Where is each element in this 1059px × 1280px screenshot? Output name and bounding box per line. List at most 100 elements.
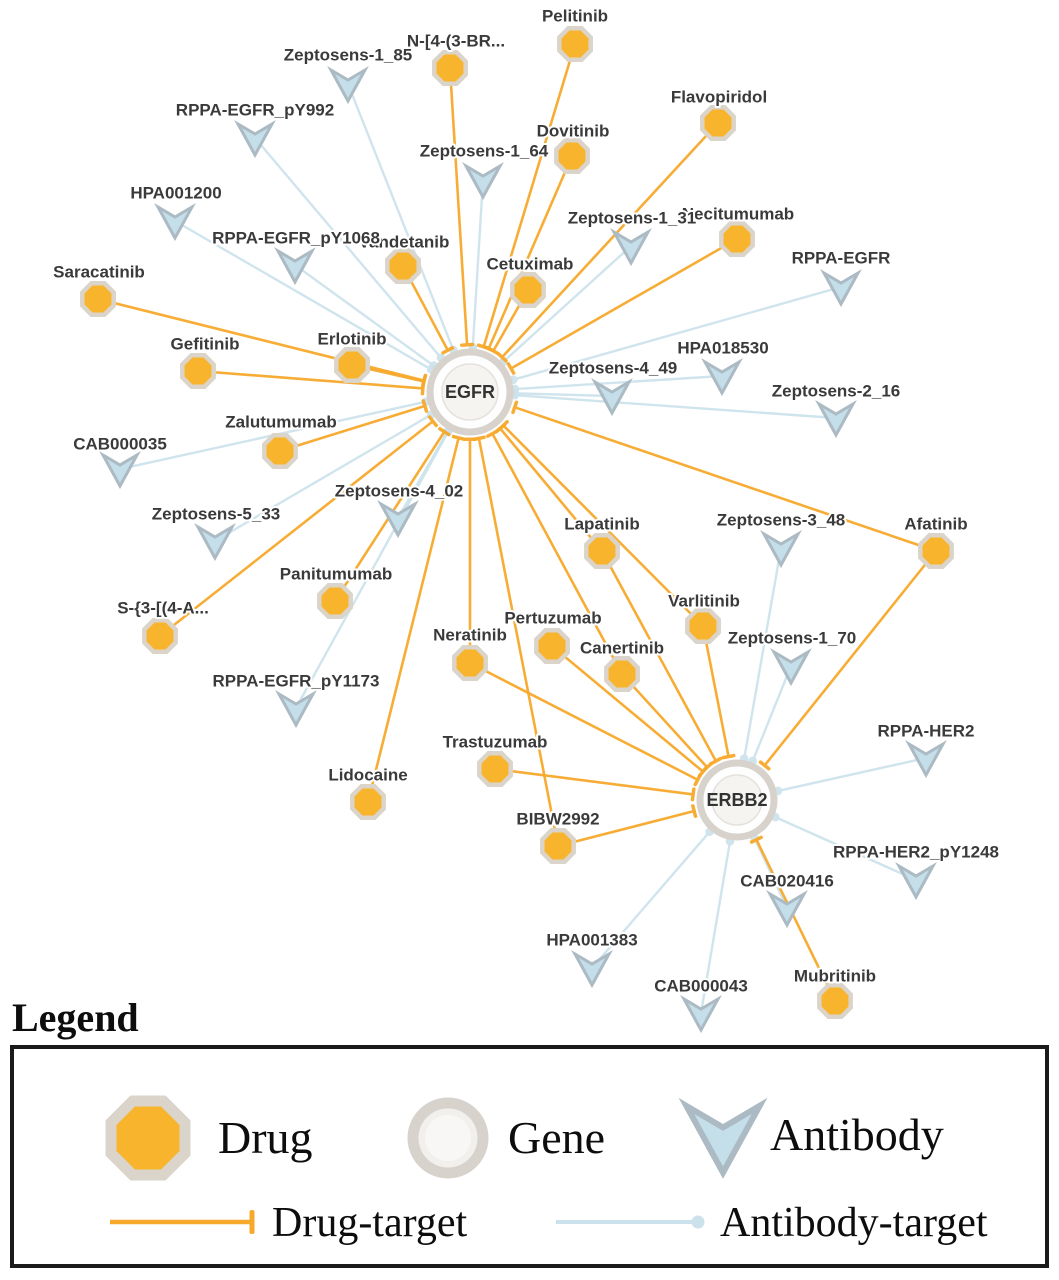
antibody-target-edge-rppa-egfr-py1173-egfr [294, 427, 453, 709]
drug-label-lidocaine: Lidocaine [328, 766, 407, 785]
antibody-node-cab020416[interactable] [766, 889, 808, 929]
antibody-target-edge-rppa-egfr-egfr [508, 285, 842, 385]
drug-node-s-3-4-a[interactable] [142, 618, 178, 654]
gene-node-center [711, 774, 763, 826]
drug-node-afatinib[interactable] [918, 533, 954, 569]
drug-target-edge-pertuzumab-erbb2 [551, 645, 709, 778]
antibody-node-hpa018530[interactable] [701, 357, 743, 397]
drug-node-saracatinib[interactable] [80, 281, 116, 317]
drug-node-flavopiridol[interactable] [700, 105, 736, 141]
antibody-node-zeptosens-1-31[interactable] [610, 227, 652, 267]
legend: Legend Drug Gene Antibody Drug-target An… [10, 995, 1049, 1268]
antibody-node-rppa-her2[interactable] [905, 739, 947, 779]
drug-node-zalutumumab[interactable] [262, 433, 298, 469]
antibody-node-zeptosens-4-02[interactable] [377, 499, 419, 539]
drug-node-vandetanib[interactable] [385, 248, 421, 284]
drug-node-n-4-3-br[interactable] [432, 50, 468, 86]
legend-antibody-target-label: Antibody-target [720, 1200, 988, 1246]
antibody-node-zeptosens-4-49[interactable] [591, 377, 633, 417]
antibody-node-hpa001200[interactable] [154, 202, 196, 242]
drug-target-edge-s-3-4-a-egfr [159, 415, 439, 638]
drug-icon [105, 1095, 191, 1181]
gene-node-erbb2[interactable]: ERBB2 [696, 759, 778, 841]
gene-node-center [441, 363, 499, 421]
drug-target-edge-bibw2992-egfr [472, 435, 560, 847]
antibody-node-rppa-egfr-py1173[interactable] [275, 689, 317, 729]
drug-label-vandetanib: Vandetanib [359, 233, 450, 252]
legend-antibody-label: Antibody [770, 1109, 944, 1160]
antibody-label-zeptosens-3-48: Zeptosens-3_48 [717, 511, 846, 530]
drug-node-panitumumab[interactable] [317, 583, 353, 619]
drug-node-erlotinib[interactable] [334, 347, 370, 383]
drug-node-bibw2992[interactable] [540, 828, 576, 864]
antibody-target-edge-zeptosens-2-16-egfr [510, 390, 837, 420]
drug-node-necitumumab[interactable] [719, 221, 755, 257]
antibody-target-edge-zeptosens-1-31-egfr [498, 245, 632, 367]
antibody-target-edge-rppa-her2-erbb2 [773, 756, 927, 796]
antibody-node-zeptosens-1-64[interactable] [462, 161, 504, 201]
drug-target-edge-gefitinib-egfr [197, 369, 426, 396]
antibody-node-hpa001383[interactable] [571, 949, 613, 989]
antibody-node-zeptosens-2-16[interactable] [815, 399, 857, 439]
drug-label-panitumumab: Panitumumab [280, 565, 392, 584]
gene-node-egfr[interactable]: EGFR [426, 348, 514, 436]
antibody-label-hpa001200: HPA001200 [130, 184, 221, 203]
antibody-target-edge-hpa001200-egfr [174, 219, 436, 374]
drug-node-dovitinib[interactable] [554, 138, 590, 174]
antibody-target-edge-zeptosens-5-33-egfr [214, 410, 436, 543]
drug-label-dovitinib: Dovitinib [537, 122, 610, 141]
antibody-node-zeptosens-5-33[interactable] [194, 522, 236, 562]
drug-target-edge-lapatinib-egfr [494, 423, 604, 552]
drug-node-cetuximab[interactable] [510, 272, 546, 308]
drug-target-edge-canertinib-erbb2 [621, 673, 713, 773]
antibody-node-cab000035[interactable] [99, 450, 141, 490]
antibody-node-rppa-egfr-py1068[interactable] [274, 246, 316, 286]
antibody-node-rppa-her2-py1248[interactable] [895, 861, 937, 901]
drug-label-mubritinib: Mubritinib [794, 967, 876, 986]
drug-node-canertinib[interactable] [604, 656, 640, 692]
antibody-target-edge-rppa-egfr-py1068-egfr [294, 264, 438, 370]
drug-target-edge-mubritinib-erbb2 [749, 835, 837, 1002]
drug-target-edge-afatinib-egfr [511, 400, 937, 553]
drug-label-bibw2992: BIBW2992 [516, 810, 599, 829]
drug-label-trastuzumab: Trastuzumab [443, 733, 548, 752]
drug-target-edge-varlitinib-egfr [497, 419, 704, 627]
drug-node-trastuzumab[interactable] [477, 751, 513, 787]
drug-target-edge-n-4-3-br-egfr [448, 67, 475, 347]
drug-target-edge-trastuzumab-erbb2 [494, 767, 696, 802]
drug-label-saracatinib: Saracatinib [53, 263, 145, 282]
drug-node-pelitinib[interactable] [557, 26, 593, 62]
antibody-node-rppa-egfr-py992[interactable] [234, 119, 276, 159]
drug-node-mubritinib[interactable] [817, 983, 853, 1019]
drug-node-lidocaine[interactable] [350, 784, 386, 820]
antibody-label-zeptosens-1-31: Zeptosens-1_31 [568, 209, 697, 228]
antibody-node-cab000043[interactable] [680, 994, 722, 1034]
antibody-node-zeptosens-1-70[interactable] [770, 647, 812, 687]
drug-node-varlitinib[interactable] [685, 608, 721, 644]
antibody-node-zeptosens-3-48[interactable] [760, 529, 802, 569]
drug-target-edge-varlitinib-erbb2 [701, 625, 736, 760]
drug-node-lapatinib[interactable] [584, 533, 620, 569]
labels: PelitinibN-[4-(3-BR...FlavopiridolDoviti… [51, 5, 1001, 998]
antibody-node-rppa-egfr[interactable] [820, 268, 862, 308]
drug-label-zalutumumab: Zalutumumab [225, 413, 336, 432]
drug-target-edge-zalutumumab-egfr [279, 399, 429, 453]
antibody-label-cab020416: CAB020416 [740, 872, 834, 891]
drug-label-neratinib: Neratinib [433, 626, 507, 645]
drug-node-neratinib[interactable] [452, 645, 488, 681]
antibody-label-cab000043: CAB000043 [654, 977, 748, 996]
drug-node-pertuzumab[interactable] [534, 628, 570, 664]
drug-target-edge-saracatinib-egfr [97, 297, 428, 388]
drug-label-erlotinib: Erlotinib [318, 330, 387, 349]
legend-drug-target-label: Drug-target [272, 1200, 467, 1246]
antibody-label-rppa-her2: RPPA-HER2 [878, 722, 975, 741]
antibody-node-zeptosens-1-85[interactable] [327, 65, 369, 105]
antibody-target-edge-zeptosens-3-48-erbb2 [739, 547, 783, 763]
drug-label-varlitinib: Varlitinib [668, 592, 740, 611]
gene-label-egfr: EGFR [445, 382, 495, 402]
drug-node-gefitinib[interactable] [180, 353, 216, 389]
antibody-label-hpa018530: HPA018530 [677, 339, 768, 358]
drug-target-edge-afatinib-erbb2 [758, 550, 938, 771]
